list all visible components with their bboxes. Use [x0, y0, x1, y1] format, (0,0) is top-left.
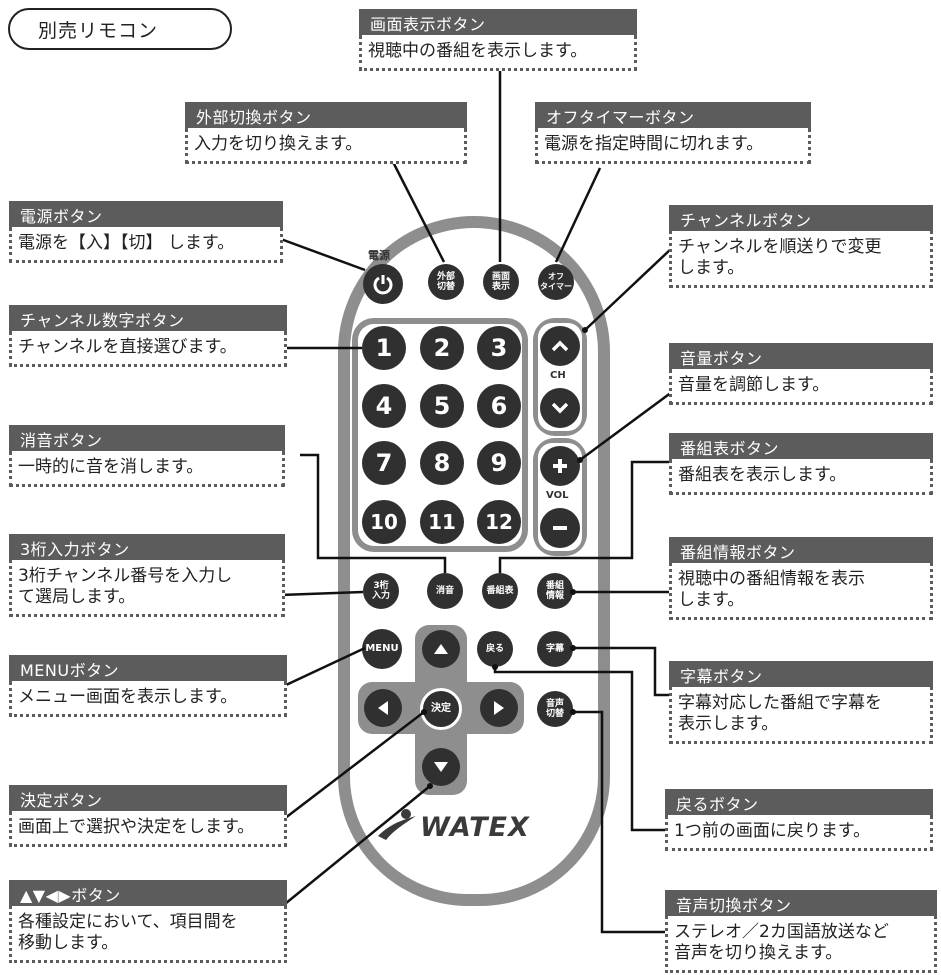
display-button[interactable]: 画面 表示: [483, 264, 519, 300]
callout-three-digit-text: 3桁チャンネル番号を入力し て選局します。: [9, 560, 285, 617]
callout-back: 戻るボタン 1つ前の画面に戻ります。: [665, 789, 933, 851]
callout-three-digit-title: 3桁入力ボタン: [9, 534, 285, 560]
up-arrow-button[interactable]: [422, 630, 460, 668]
callout-external-title: 外部切換ボタン: [185, 102, 467, 128]
subtitles-button[interactable]: 字幕: [537, 631, 573, 667]
callout-arrows: ▲▼◀▶ボタン 各種設定において、項目間を 移動します。: [9, 880, 287, 963]
number-12-button[interactable]: 12: [477, 500, 521, 544]
callout-channel-number-title: チャンネル数字ボタン: [9, 305, 287, 331]
callout-channel: チャンネルボタン チャンネルを順送りで変更 します。: [669, 205, 933, 288]
callout-back-text: 1つ前の画面に戻ります。: [665, 815, 933, 851]
triangle-left-icon: [378, 701, 388, 715]
callout-channel-number-text: チャンネルを直接選びます。: [9, 331, 287, 367]
chevron-down-icon: [551, 402, 569, 414]
external-input-button[interactable]: 外部 切替: [428, 264, 464, 300]
callout-channel-title: チャンネルボタン: [669, 205, 933, 231]
number-6-button[interactable]: 6: [477, 384, 521, 428]
callout-subtitles-title: 字幕ボタン: [669, 661, 933, 687]
callout-program-info-title: 番組情報ボタン: [669, 537, 933, 563]
callout-subtitles: 字幕ボタン 字幕対応した番組で字幕を 表示します。: [669, 661, 933, 744]
callout-epg: 番組表ボタン 番組表を表示します。: [669, 433, 933, 495]
number-9-button[interactable]: 9: [477, 441, 521, 485]
number-1-button[interactable]: 1: [362, 326, 406, 370]
callout-epg-title: 番組表ボタン: [669, 433, 933, 459]
program-info-button[interactable]: 番組 情報: [537, 573, 573, 609]
callout-external: 外部切換ボタン 入力を切り換えます。: [185, 102, 467, 164]
volume-down-button[interactable]: [540, 508, 580, 548]
number-7-button[interactable]: 7: [362, 441, 406, 485]
back-button[interactable]: 戻る: [477, 631, 513, 667]
callout-epg-text: 番組表を表示します。: [669, 459, 933, 495]
triangle-down-icon: [434, 762, 448, 772]
channel-up-button[interactable]: [540, 326, 580, 366]
callout-audio-switch-title: 音声切換ボタン: [665, 890, 937, 916]
callout-enter-text: 画面上で選択や決定をします。: [9, 811, 287, 847]
left-arrow-button[interactable]: [364, 689, 402, 727]
callout-display-text: 視聴中の番組を表示します。: [359, 35, 637, 71]
callout-volume: 音量ボタン 音量を調節します。: [669, 343, 933, 405]
callout-power: 電源ボタン 電源を【入】【切】 します。: [9, 201, 283, 263]
number-3-button[interactable]: 3: [477, 326, 521, 370]
callout-audio-switch: 音声切換ボタン ステレオ／2カ国語放送など 音声を切り換えます。: [665, 890, 937, 973]
brand-logo-text: WATEX: [420, 812, 530, 843]
callout-power-title: 電源ボタン: [9, 201, 283, 227]
number-4-button[interactable]: 4: [362, 384, 406, 428]
number-8-button[interactable]: 8: [420, 441, 464, 485]
callout-display: 画面表示ボタン 視聴中の番組を表示します。: [359, 9, 637, 71]
callout-audio-switch-text: ステレオ／2カ国語放送など 音声を切り換えます。: [665, 916, 937, 973]
volume-up-button[interactable]: [540, 446, 580, 486]
callout-mute-title: 消音ボタン: [9, 425, 285, 451]
vol-label: VOL: [546, 490, 569, 501]
callout-off-timer-text: 電源を指定時間に切れます。: [535, 128, 811, 164]
chevron-up-icon: [551, 340, 569, 352]
mute-button[interactable]: 消音: [427, 573, 463, 609]
callout-display-title: 画面表示ボタン: [359, 9, 637, 35]
minus-icon: [553, 526, 567, 530]
callout-enter: 決定ボタン 画面上で選択や決定をします。: [9, 785, 287, 847]
callout-off-timer: オフタイマーボタン 電源を指定時間に切れます。: [535, 102, 811, 164]
power-icon: [373, 275, 393, 295]
callout-mute: 消音ボタン 一時的に音を消します。: [9, 425, 285, 487]
callout-menu: MENUボタン メニュー画面を表示します。: [9, 655, 287, 717]
callout-volume-title: 音量ボタン: [669, 343, 933, 369]
brand-swoosh-logo: [378, 809, 416, 840]
plus-icon: [553, 459, 567, 473]
callout-channel-number: チャンネル数字ボタン チャンネルを直接選びます。: [9, 305, 287, 367]
callout-three-digit: 3桁入力ボタン 3桁チャンネル番号を入力し て選局します。: [9, 534, 285, 617]
audio-switch-button[interactable]: 音声 切替: [537, 691, 573, 727]
number-2-button[interactable]: 2: [420, 326, 464, 370]
power-label: 電源: [368, 249, 390, 262]
menu-button[interactable]: MENU: [362, 629, 402, 669]
callout-arrows-title: ▲▼◀▶ボタン: [9, 880, 287, 906]
callout-channel-text: チャンネルを順送りで変更 します。: [669, 231, 933, 288]
right-arrow-button[interactable]: [480, 689, 518, 727]
callout-back-title: 戻るボタン: [665, 789, 933, 815]
title-pill: 別売リモコン: [8, 8, 232, 50]
callout-program-info: 番組情報ボタン 視聴中の番組情報を表示 します。: [669, 537, 933, 620]
power-button[interactable]: [363, 264, 403, 304]
callout-subtitles-text: 字幕対応した番組で字幕を 表示します。: [669, 687, 933, 744]
triangle-up-icon: [434, 644, 448, 654]
off-timer-button[interactable]: オフ タイマー: [538, 264, 574, 300]
callout-off-timer-title: オフタイマーボタン: [535, 102, 811, 128]
callout-arrows-text: 各種設定において、項目間を 移動します。: [9, 906, 287, 963]
ch-label: CH: [550, 370, 566, 381]
callout-external-text: 入力を切り換えます。: [185, 128, 467, 164]
number-10-button[interactable]: 10: [362, 500, 406, 544]
callout-mute-text: 一時的に音を消します。: [9, 451, 285, 487]
number-5-button[interactable]: 5: [420, 384, 464, 428]
callout-enter-title: 決定ボタン: [9, 785, 287, 811]
callout-menu-title: MENUボタン: [9, 655, 287, 681]
triangle-right-icon: [494, 701, 504, 715]
callout-program-info-text: 視聴中の番組情報を表示 します。: [669, 563, 933, 620]
callout-menu-text: メニュー画面を表示します。: [9, 681, 287, 717]
channel-down-button[interactable]: [540, 388, 580, 428]
down-arrow-button[interactable]: [422, 748, 460, 786]
enter-button[interactable]: 決定: [420, 688, 462, 730]
callout-power-text: 電源を【入】【切】 します。: [9, 227, 283, 263]
three-digit-input-button[interactable]: 3桁 入力: [363, 573, 399, 609]
callout-volume-text: 音量を調節します。: [669, 369, 933, 405]
program-guide-button[interactable]: 番組表: [482, 573, 518, 609]
number-11-button[interactable]: 11: [420, 500, 464, 544]
